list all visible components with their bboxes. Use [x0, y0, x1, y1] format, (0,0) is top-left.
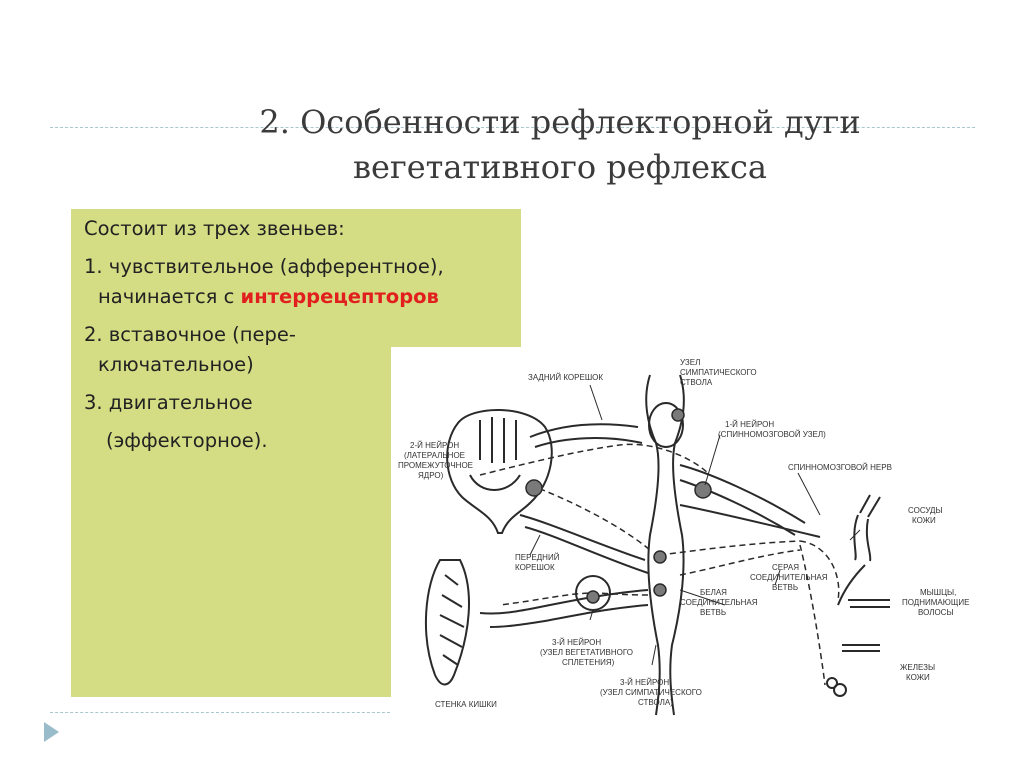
content-box-lower — [71, 347, 391, 697]
label-gray-ramus-2: СОЕДИНИТЕЛЬНАЯ — [750, 573, 828, 582]
item-2-line-1: 2. вставочное (пере- — [84, 323, 296, 346]
label-neuron-2: 2-Й НЕЙРОН — [410, 441, 459, 450]
label-dorsal-root: ЗАДНИЙ КОРЕШОК — [528, 373, 603, 382]
label-symp-node-2: СИМПАТИЧЕСКОГО — [680, 368, 757, 377]
label-muscles-3: ВОЛОСЫ — [918, 608, 954, 617]
title-line-1: 2. Особенности рефлекторной дуги — [259, 103, 861, 141]
label-glands-2: КОЖИ — [906, 673, 930, 682]
label-neuron-1-desc: (СПИННОМОЗГОВОЙ УЗЕЛ) — [718, 430, 826, 439]
label-vessels-1: СОСУДЫ — [908, 506, 943, 515]
label-white-ramus-1: БЕЛАЯ — [700, 588, 727, 597]
item-1-prefix: начинается с — [98, 285, 241, 308]
label-glands-1: ЖЕЛЕЗЫ — [900, 663, 935, 672]
item-3-line-1: 3. двигательное — [84, 391, 253, 414]
label-vessels-2: КОЖИ — [912, 516, 936, 525]
item-2-line-2: ключательное) — [98, 353, 254, 376]
label-gray-ramus-1: СЕРАЯ — [772, 563, 799, 572]
label-neuron-2-desc-2: ПРОМЕЖУТОЧНОЕ — [398, 461, 473, 470]
item-1-highlight: интеррецепторов — [240, 285, 439, 308]
label-ventral-root-2: КОРЕШОК — [515, 563, 555, 572]
label-white-ramus-3: ВЕТВЬ — [700, 608, 726, 617]
label-muscles-2: ПОДНИМАЮЩИЕ — [902, 598, 969, 607]
slide-title: 2. Особенности рефлекторной дуги вегетат… — [120, 100, 1000, 190]
reflex-arc-illustration: ЗАДНИЙ КОРЕШОК УЗЕЛ СИМПАТИЧЕСКОГО СТВОЛ… — [398, 358, 969, 716]
reflex-arc-diagram: ЗАДНИЙ КОРЕШОК УЗЕЛ СИМПАТИЧЕСКОГО СТВОЛ… — [380, 345, 1020, 765]
label-neuron-3a: 3-Й НЕЙРОН — [552, 638, 601, 647]
content-box-upper — [71, 209, 521, 347]
label-gut-wall: СТЕНКА КИШКИ — [435, 700, 497, 709]
label-gray-ramus-3: ВЕТВЬ — [772, 583, 798, 592]
label-muscles-1: МЫШЦЫ, — [920, 588, 956, 597]
label-neuron-2-desc-1: (ЛАТЕРАЛЬНОЕ — [404, 451, 465, 460]
footer-divider — [50, 712, 390, 713]
label-neuron-3a-desc-1: (УЗЕЛ ВЕГЕТАТИВНОГО — [540, 648, 633, 657]
label-symp-node-1: УЗЕЛ — [680, 358, 700, 367]
label-neuron-3a-desc-2: СПЛЕТЕНИЯ) — [562, 658, 615, 667]
label-ventral-root-1: ПЕРЕДНИЙ — [515, 553, 560, 562]
title-divider — [50, 127, 975, 128]
item-1-line-1: 1. чувствительное (афферентное), — [84, 255, 444, 278]
label-neuron-3b-desc-2: СТВОЛА) — [638, 698, 673, 707]
label-white-ramus-2: СОЕДИНИТЕЛЬНАЯ — [680, 598, 758, 607]
content-list: Состоит из трех звеньев: 1. чувствительн… — [84, 214, 524, 456]
title-line-2: вегетативного рефлекса — [352, 148, 767, 186]
item-3-line-2: (эффекторное). — [106, 429, 268, 452]
label-spinal-nerve: СПИННОМОЗГОВОЙ НЕРВ — [788, 463, 892, 472]
item-1-line-2: начинается с интеррецепторов — [84, 282, 524, 312]
label-symp-node-3: СТВОЛА — [680, 378, 713, 387]
label-neuron-1: 1-Й НЕЙРОН — [725, 420, 774, 429]
label-neuron-3b-desc-1: (УЗЕЛ СИМПАТИЧЕСКОГО — [600, 688, 702, 697]
label-neuron-2-desc-3: ЯДРО) — [418, 471, 444, 480]
label-neuron-3b: 3-Й НЕЙРОН — [620, 678, 669, 687]
triangle-right-icon[interactable] — [44, 722, 59, 742]
intro-text: Состоит из трех звеньев: — [84, 217, 345, 240]
